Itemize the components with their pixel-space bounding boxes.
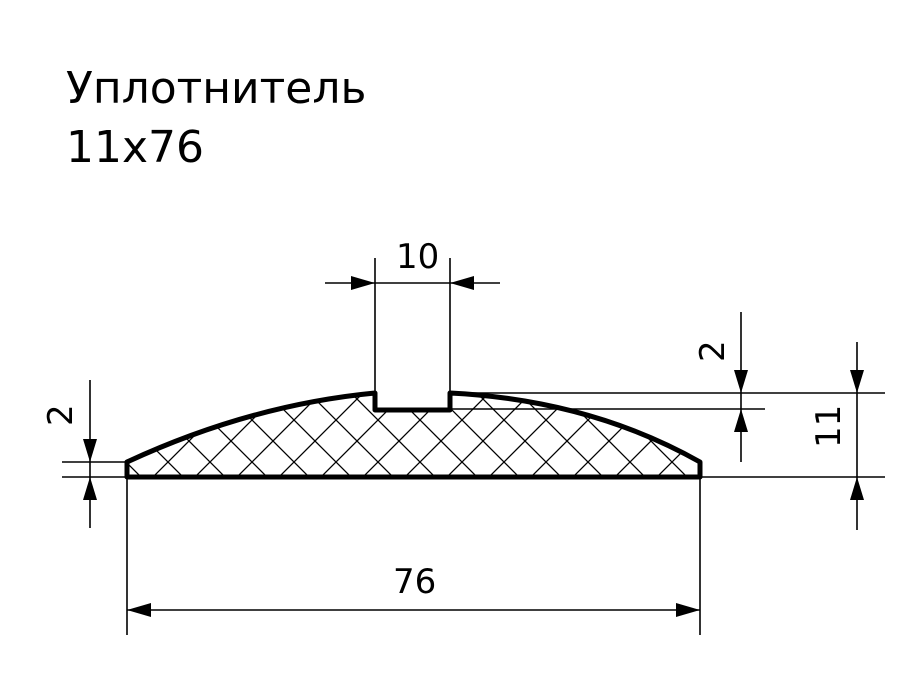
dimension-total-height: 11: [700, 342, 885, 530]
title-name: Уплотнитель: [66, 63, 366, 114]
edge-height-label: 2: [41, 404, 81, 426]
total-height-label: 11: [809, 405, 849, 448]
dimension-slot-width: 10: [325, 237, 500, 393]
slot-depth-label: 2: [693, 340, 733, 362]
dimension-edge-height: 2: [41, 380, 127, 528]
slot-width-label: 10: [396, 237, 439, 277]
total-width-label: 76: [393, 562, 436, 602]
title-size: 11x76: [66, 122, 204, 173]
dimension-total-width: 76: [126, 477, 701, 635]
profile-hatching: [127, 393, 700, 477]
dimension-slot-depth: 2: [452, 312, 885, 462]
